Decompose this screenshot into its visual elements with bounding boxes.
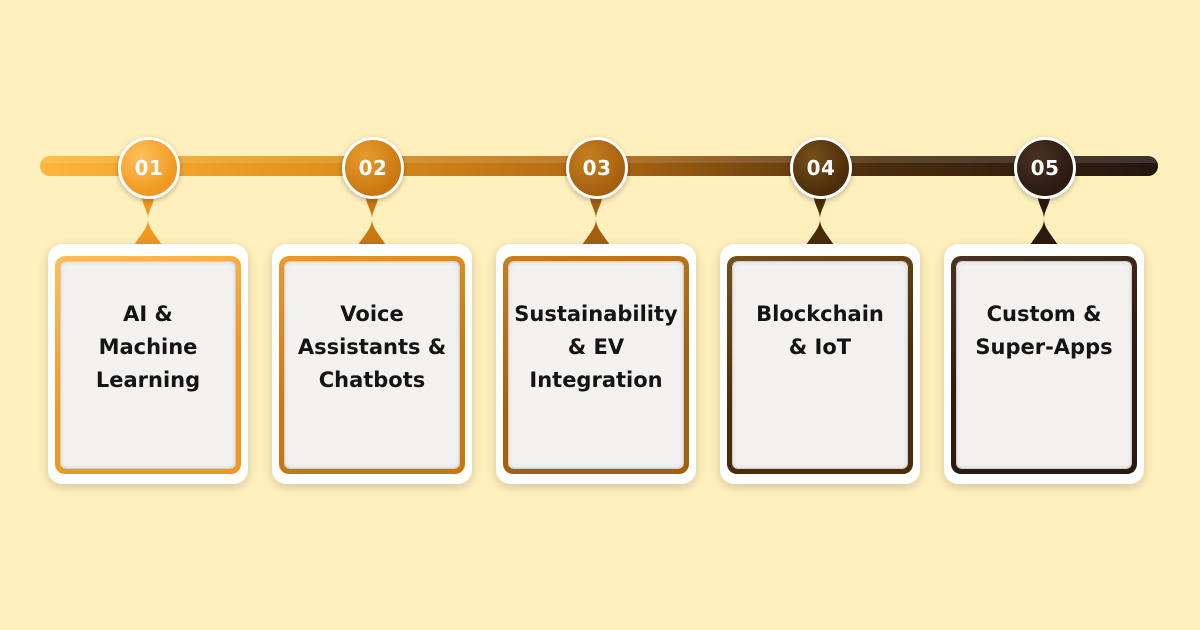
step-connector [580,190,612,248]
step-number: 01 [134,156,164,180]
step-card-body: Voice Assistants & Chatbots [284,261,460,469]
step-label: Voice Assistants & Chatbots [297,302,447,392]
step-card: Voice Assistants & Chatbots [272,244,472,484]
step-number-badge: 03 [566,137,628,199]
step-card-body: Sustainability & EV Integration [508,261,684,469]
step-card: Custom & Super-Apps [944,244,1144,484]
step-card-body: AI & Machine Learning [60,261,236,469]
step-connector [132,190,164,248]
step-card: Sustainability & EV Integration [496,244,696,484]
connector-shape [1028,190,1060,248]
connector-shape [804,190,836,248]
step-card: AI & Machine Learning [48,244,248,484]
connector-shape [580,190,612,248]
connector-shape [356,190,388,248]
timeline-step: 04 Blockchain & IoT [720,0,920,630]
step-connector [804,190,836,248]
step-connector [356,190,388,248]
step-label: AI & Machine Learning [95,302,201,392]
step-label: Sustainability & EV Integration [514,302,678,392]
timeline-step: 02 Voice Assistants & Chatbots [272,0,472,630]
step-number: 03 [582,156,612,180]
step-label: Blockchain & IoT [756,302,884,359]
timeline-step: 01 AI & Machine Learning [48,0,248,630]
step-number-badge: 04 [790,137,852,199]
step-card-frame: Blockchain & IoT [727,256,913,474]
step-number-badge: 01 [118,137,180,199]
step-card-body: Custom & Super-Apps [956,261,1132,469]
step-number-badge: 05 [1014,137,1076,199]
step-number: 02 [358,156,388,180]
step-label: Custom & Super-Apps [975,302,1113,359]
step-card-frame: Voice Assistants & Chatbots [279,256,465,474]
step-card: Blockchain & IoT [720,244,920,484]
step-connector [1028,190,1060,248]
step-card-frame: Sustainability & EV Integration [503,256,689,474]
timeline-step: 05 Custom & Super-Apps [944,0,1144,630]
connector-shape [132,190,164,248]
step-card-frame: Custom & Super-Apps [951,256,1137,474]
step-card-body: Blockchain & IoT [732,261,908,469]
timeline-step: 03 Sustainability & EV Integration [496,0,696,630]
step-number: 04 [806,156,836,180]
step-number: 05 [1030,156,1060,180]
step-card-frame: AI & Machine Learning [55,256,241,474]
step-number-badge: 02 [342,137,404,199]
